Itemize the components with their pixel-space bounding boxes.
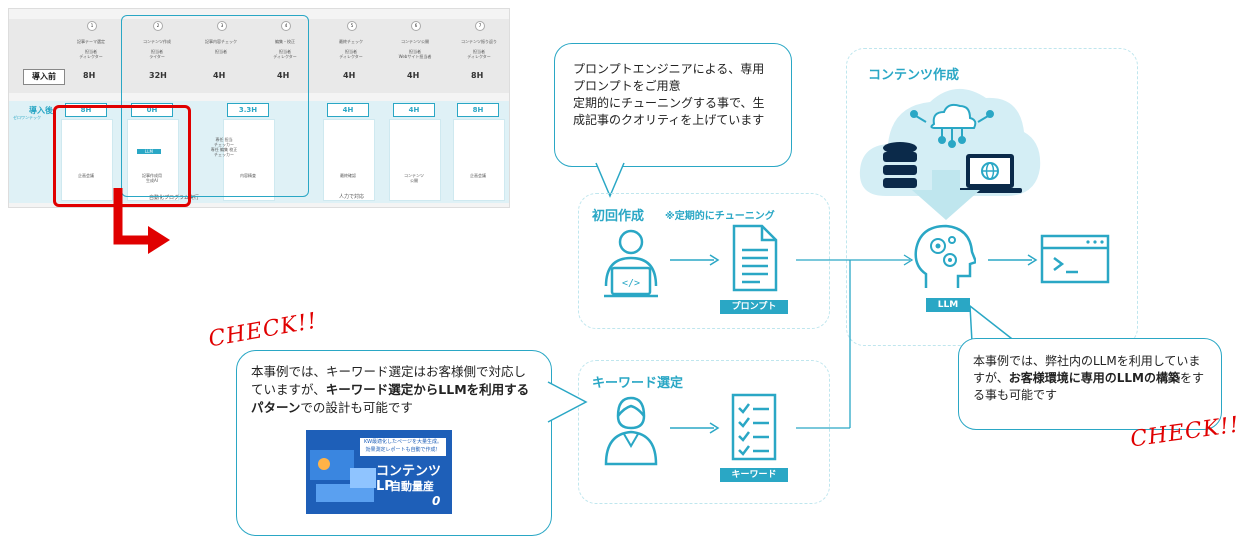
arrow-icon xyxy=(988,254,1038,266)
banner-logo: 0 xyxy=(432,494,441,508)
check-left: CHECK!! xyxy=(206,308,320,353)
step-hours: 4H xyxy=(277,71,290,80)
after-hours: 8H xyxy=(457,103,499,117)
step-task: コンテンツ作成 xyxy=(143,39,171,44)
lp-banner-image: KW最適化したページを大量生成。 効果測定レポートも自動で作成！ コンテンツLP… xyxy=(306,430,452,514)
step-role: 担当者 xyxy=(215,49,227,54)
left-bubble-text-2: での設計も可能です xyxy=(300,400,413,415)
after-card xyxy=(453,119,505,201)
logo-text: ゼロワンテック xyxy=(13,115,41,120)
keyword-group xyxy=(578,360,830,504)
ai-head-icon xyxy=(914,224,976,288)
right-bubble-text-2: をする事も可能です xyxy=(973,371,1205,402)
arrow-icon xyxy=(670,254,720,266)
after-card xyxy=(223,119,275,201)
prompt-bubble: プロンプトエンジニアによる、専用プロンプトをご用意 定期的にチューニングする事で… xyxy=(554,43,792,167)
step-role: 担当者 Webサイト担当者 xyxy=(398,49,432,59)
right-bubble: 本事例では、弊社内のLLMを利用していますが、お客様環境に専用のLLMの構築をす… xyxy=(958,338,1222,430)
after-caption: 内容精査 xyxy=(240,173,256,178)
after-card xyxy=(61,119,113,201)
step-hours: 4H xyxy=(343,71,356,80)
left-bubble-tail xyxy=(546,381,588,423)
right-bubble-text: 本事例では、弊社内のLLMを利用していますが、お客様環境に専用のLLMの構築をす… xyxy=(959,339,1221,418)
initial-title: 初回作成 xyxy=(592,209,645,224)
checklist-icon xyxy=(731,393,777,461)
step-hours: 4H xyxy=(213,71,226,80)
after-caption: 最終確認 xyxy=(340,173,356,178)
terminal-icon xyxy=(1040,234,1110,284)
down-arrow-icon xyxy=(912,170,980,220)
left-bubble-text: 本事例では、キーワード選定はお客様側で対応していますが、キーワード選定からLLM… xyxy=(237,351,551,417)
prompt-bubble-tail xyxy=(595,160,625,198)
after-hours: 4H xyxy=(327,103,369,117)
svg-text:</>: </> xyxy=(622,278,640,289)
prompt-bubble-text: プロンプトエンジニアによる、専用プロンプトをご用意 定期的にチューニングする事で… xyxy=(573,62,765,127)
step-hours: 32H xyxy=(149,71,167,80)
step-task: 記事内容チェック xyxy=(205,39,237,44)
label-after: 導入後 xyxy=(29,106,53,115)
after-caption: 記事作成用 生成AI xyxy=(142,173,162,183)
step-task: 編集・校正 xyxy=(275,39,295,44)
right-bubble-text-1: 本事例では、弊社内のLLMを利用していますが、 xyxy=(973,354,1201,385)
banner-title-1: コンテンツLP xyxy=(376,464,442,494)
after-caption: 企画会議 xyxy=(78,173,94,178)
step-number: 6 xyxy=(411,21,421,31)
after-hours: 3.3H xyxy=(227,103,269,117)
step-task: コンテンツ振り返り xyxy=(461,39,497,44)
after-extra: 専任 担当 チェッカー 専任 編集 校正 チェッカー xyxy=(210,137,238,157)
step-number: 1 xyxy=(87,21,97,31)
tuning-note: ※定期的にチューニング xyxy=(665,211,775,222)
connector-lines xyxy=(796,254,914,429)
keyword-title: キーワード選定 xyxy=(592,376,684,391)
arrow-icon xyxy=(670,422,720,434)
step-task: コンテンツ公開 xyxy=(401,39,429,44)
step-role: 担当者 ディレクター xyxy=(273,49,297,59)
step-number: 4 xyxy=(281,21,291,31)
process-thumbnail: 導入前 導入後 ゼロワンテック 1 記事テーマ選定担当者 ディレクター 8H 2 コンテ… xyxy=(8,8,510,208)
initial-group xyxy=(578,193,830,329)
prompt-badge: プロンプト xyxy=(720,300,788,314)
step-task: 記事テーマ選定 xyxy=(77,39,105,44)
after-llm-label: LLM xyxy=(137,149,161,154)
step-number: 5 xyxy=(347,21,357,31)
step-role: 担当者 ディレクター xyxy=(339,49,363,59)
red-arrow-icon xyxy=(113,188,170,254)
step-hours: 4H xyxy=(407,71,420,80)
left-bubble-text-1: 本事例では、キーワード選定はお客様側で対応していますが、 xyxy=(251,364,527,397)
after-caption: コンテンツ 公開 xyxy=(404,173,424,183)
right-bubble-bold: お客様環境に専用のLLMの構築 xyxy=(1008,371,1181,385)
after-hours: 4H xyxy=(393,103,435,117)
user-icon xyxy=(604,396,658,466)
legend-manual: 人力で対応 xyxy=(339,194,365,200)
before-band xyxy=(9,19,509,93)
step-role: 担当者 ディレクター xyxy=(79,49,103,59)
banner-small-text: KW最適化したページを大量生成。 効果測定レポートも自動で作成！ xyxy=(360,438,446,456)
step-hours: 8H xyxy=(471,71,484,80)
step-number: 3 xyxy=(217,21,227,31)
content-title: コンテンツ作成 xyxy=(868,68,960,83)
keyword-badge: キーワード xyxy=(720,468,788,482)
cloud-icon xyxy=(859,88,1041,196)
right-bubble-tail xyxy=(969,304,1017,343)
left-bubble-bold: キーワード選定からLLMを利用するパターン xyxy=(251,382,530,415)
step-task: 最終チェック xyxy=(339,39,363,44)
step-role: 担当者 ディレクター xyxy=(467,49,491,59)
engineer-icon: </> xyxy=(604,229,658,298)
after-caption: 企画会議 xyxy=(470,173,486,178)
label-before: 導入前 xyxy=(23,69,65,85)
step-number: 7 xyxy=(475,21,485,31)
llm-badge: LLM xyxy=(926,298,970,312)
document-icon xyxy=(732,224,778,292)
step-role: 担当者 ライター xyxy=(149,49,165,59)
legend-auto: 自動化プログラム実行 xyxy=(149,195,199,201)
after-card xyxy=(323,119,375,201)
step-hours: 8H xyxy=(83,71,96,80)
banner-title-2: 自動量産 xyxy=(390,480,434,493)
after-card xyxy=(389,119,441,201)
after-card xyxy=(127,119,179,201)
step-number: 2 xyxy=(153,21,163,31)
